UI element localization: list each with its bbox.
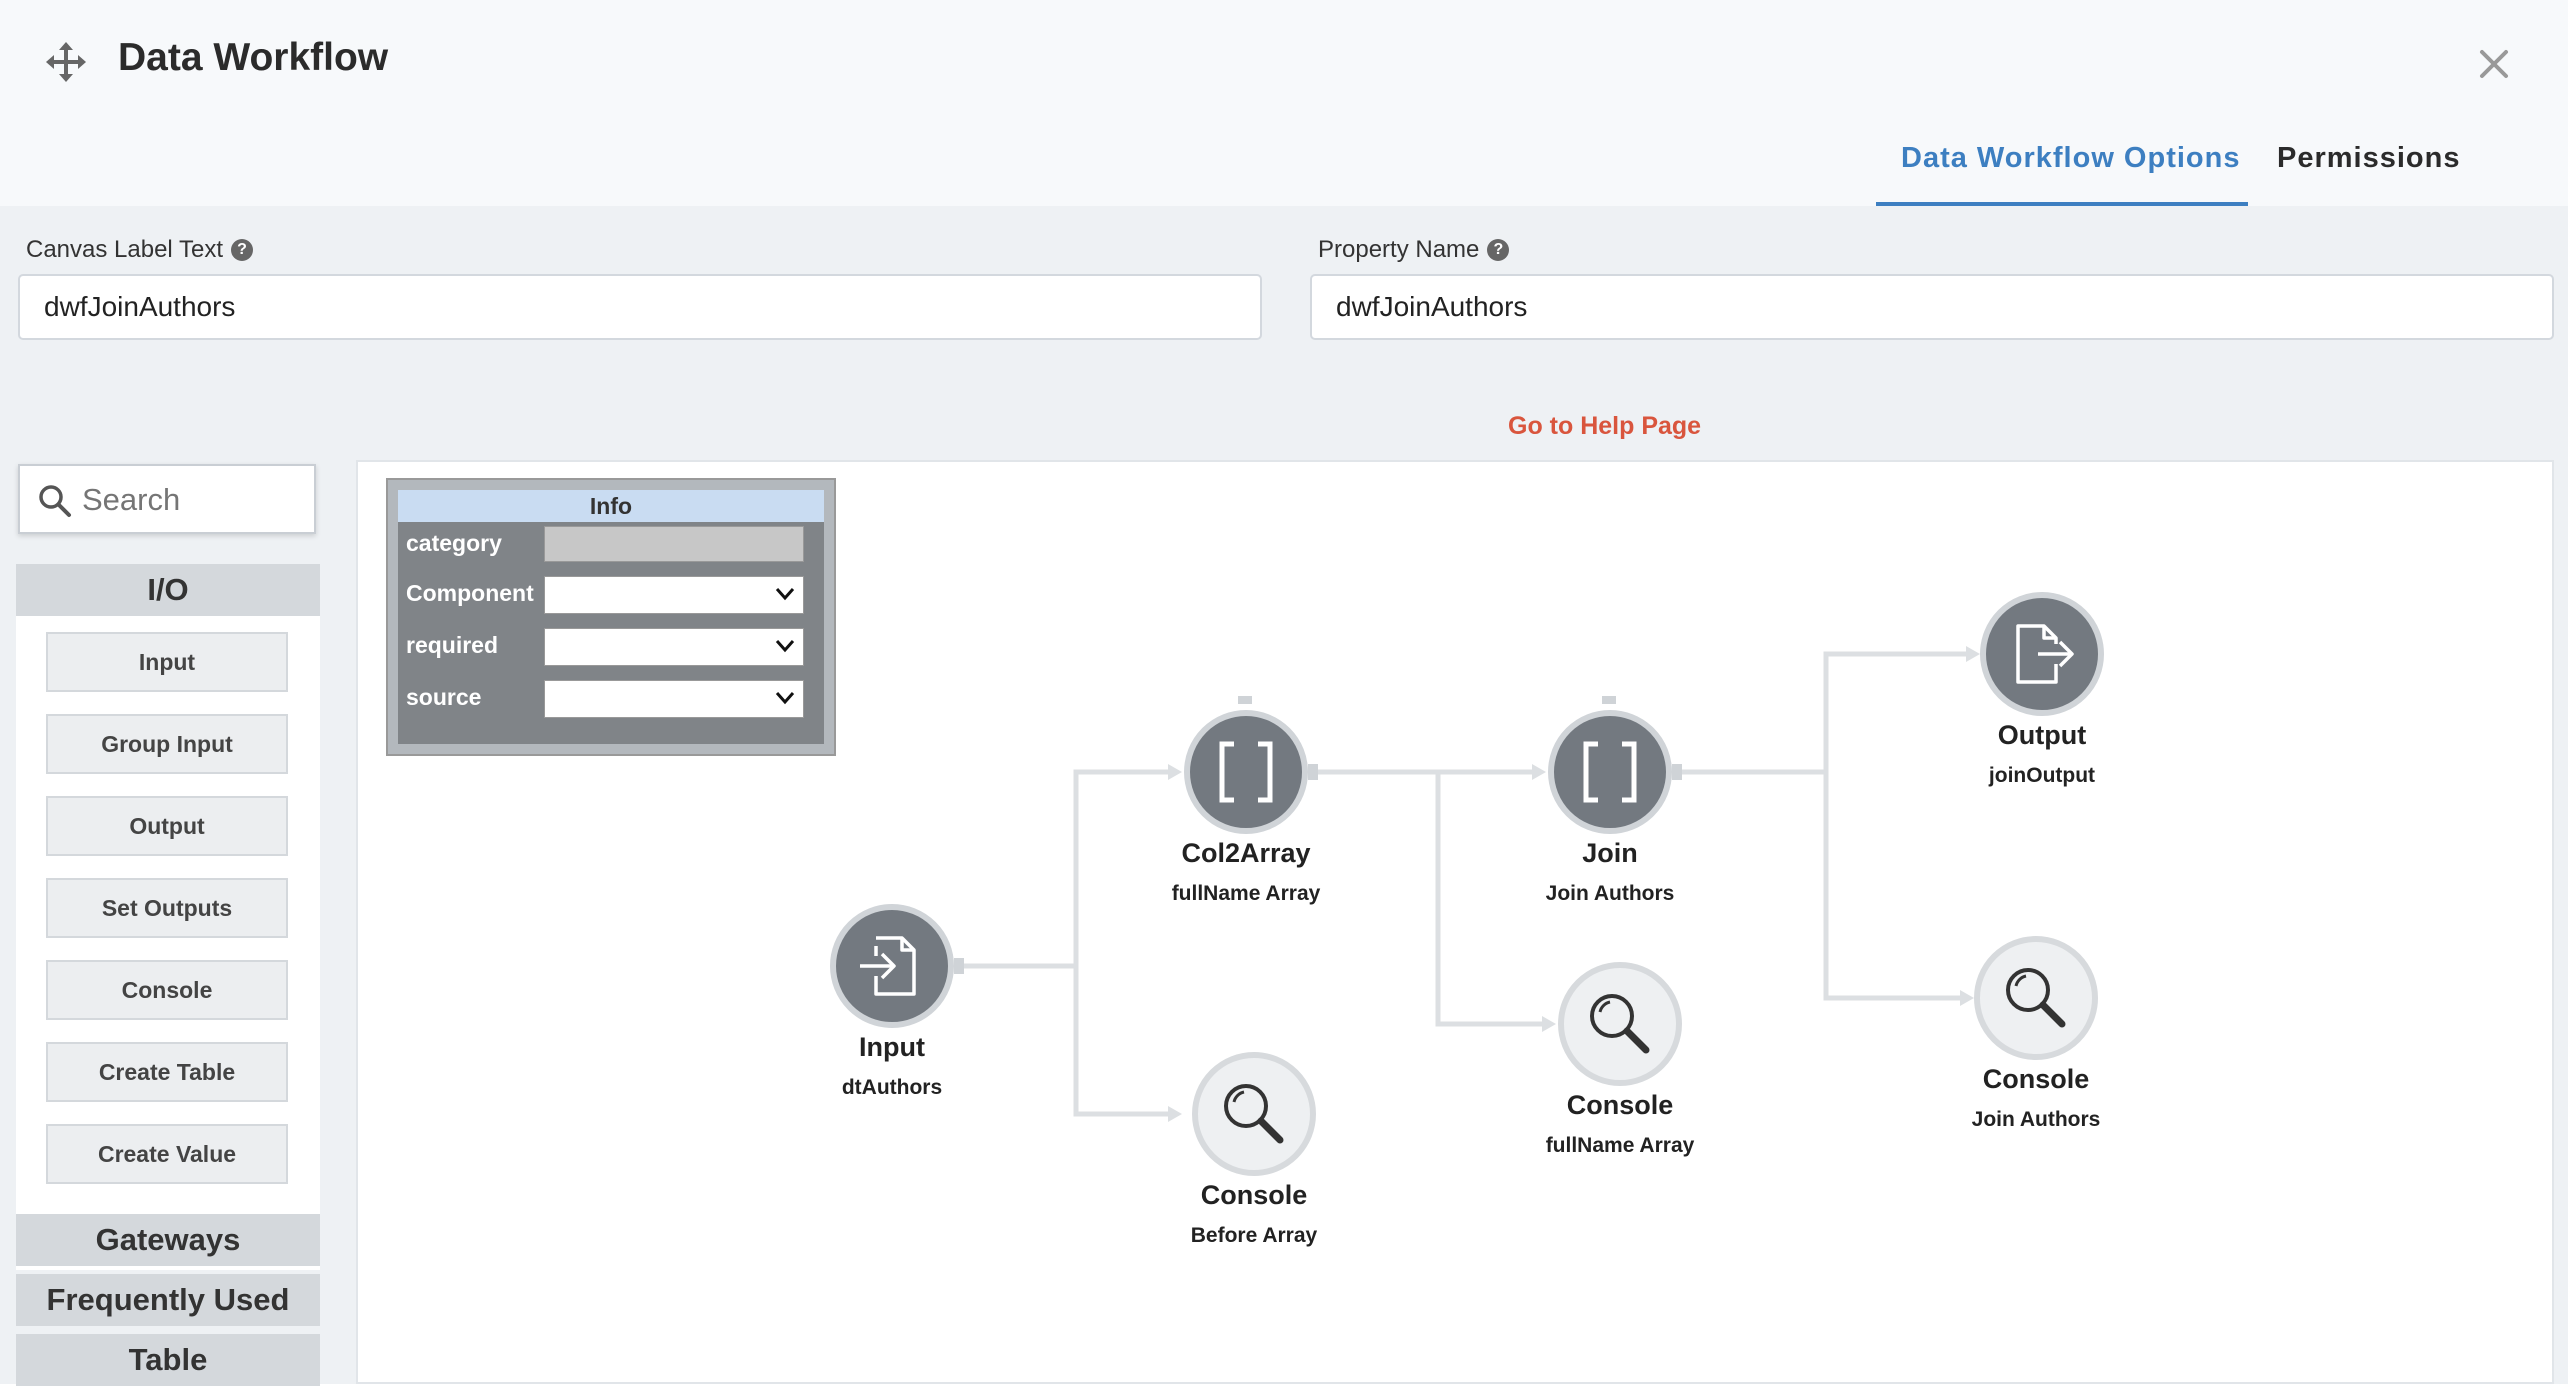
chevron-down-icon <box>775 692 795 705</box>
required-select[interactable] <box>544 628 804 666</box>
file-import-icon <box>860 936 916 996</box>
connector-col2array-console <box>1435 772 1542 1027</box>
property-name-label: Property Name ? <box>1318 236 1510 264</box>
node-console-before-array[interactable] <box>1192 1052 1316 1176</box>
node-console-before-array-title: Console <box>1200 1180 1308 1210</box>
palette-item-console[interactable]: Console <box>46 960 288 1020</box>
workflow-connectors <box>954 646 1980 1122</box>
node-console-join-authors-subtitle: Join Authors <box>1971 1108 2101 1131</box>
info-row-source: source <box>398 678 824 718</box>
chevron-down-icon <box>775 588 795 601</box>
node-output-subtitle: joinOutput <box>1988 764 2096 787</box>
palette-group-io[interactable]: I/O <box>16 564 320 616</box>
palette-search-box[interactable] <box>18 464 316 534</box>
node-output[interactable] <box>1980 592 2104 716</box>
canvas-label-text-label-text: Canvas Label Text <box>26 236 224 263</box>
file-export-icon <box>2016 624 2074 684</box>
source-select[interactable] <box>544 680 804 718</box>
workflow-canvas[interactable]: Info category Component required source <box>356 460 2554 1384</box>
node-input-title: Input <box>859 1032 925 1062</box>
palette-group-gateways[interactable]: Gateways <box>16 1214 320 1266</box>
info-panel: Info category Component required source <box>386 478 836 756</box>
magnifier-icon <box>2006 968 2066 1028</box>
node-input[interactable] <box>830 904 954 1028</box>
tab-data-workflow-options[interactable]: Data Workflow Options <box>1901 142 2241 174</box>
info-row-required: required <box>398 626 824 666</box>
node-col2array-title: Col2Array <box>1181 838 1311 868</box>
canvas-label-text-label: Canvas Label Text ? <box>26 236 254 264</box>
info-label-source: source <box>406 684 482 710</box>
info-panel-body: Info category Component required source <box>398 490 824 744</box>
node-output-title: Output <box>1997 720 2087 750</box>
move-icon[interactable] <box>46 42 86 82</box>
brackets-icon <box>1583 741 1637 803</box>
info-panel-title: Info <box>398 490 824 522</box>
info-value-category <box>544 526 804 562</box>
brackets-icon <box>1219 741 1273 803</box>
palette-item-group-input[interactable]: Group Input <box>46 714 288 774</box>
dialog-header: Data Workflow Data Workflow Options Perm… <box>0 0 2568 206</box>
connector-input-col2array <box>962 769 1168 969</box>
palette-search-input[interactable] <box>80 474 304 526</box>
node-console-join-authors-title: Console <box>1982 1064 2090 1094</box>
component-palette: I/O Input Group Input Output Set Outputs… <box>16 464 320 1386</box>
palette-group-io-items: Input Group Input Output Set Outputs Con… <box>16 616 320 1270</box>
node-join-title: Join <box>1582 838 1638 868</box>
node-console-fullname-array-subtitle: fullName Array <box>1545 1134 1695 1157</box>
component-select[interactable] <box>544 576 804 614</box>
dialog-title: Data Workflow <box>118 36 389 79</box>
node-col2array[interactable] <box>1184 710 1308 834</box>
node-join[interactable] <box>1548 710 1672 834</box>
help-icon[interactable]: ? <box>1487 239 1510 261</box>
palette-item-output[interactable]: Output <box>46 796 288 856</box>
help-page-link[interactable]: Go to Help Page <box>1508 412 1702 440</box>
canvas-label-text-input[interactable] <box>18 274 1262 340</box>
info-row-component: Component <box>398 574 824 614</box>
info-label-required: required <box>406 632 499 658</box>
palette-item-input[interactable]: Input <box>46 632 288 692</box>
connector-join-console <box>1823 772 1960 1001</box>
node-console-before-array-subtitle: Before Array <box>1190 1224 1318 1247</box>
connector-join-output <box>1680 651 1966 775</box>
active-tab-indicator <box>1876 202 2248 206</box>
info-row-category: category <box>398 524 824 564</box>
tab-permissions[interactable]: Permissions <box>2277 142 2461 174</box>
node-console-fullname-array-title: Console <box>1566 1090 1674 1120</box>
chevron-down-icon <box>775 640 795 653</box>
node-join-subtitle: Join Authors <box>1545 882 1675 905</box>
connector-input-console-before <box>1073 966 1168 1117</box>
palette-item-set-outputs[interactable]: Set Outputs <box>46 878 288 938</box>
palette-group-table[interactable]: Table <box>16 1334 320 1386</box>
help-icon[interactable]: ? <box>231 239 254 261</box>
node-input-subtitle: dtAuthors <box>841 1076 943 1099</box>
node-col2array-subtitle: fullName Array <box>1171 882 1321 905</box>
info-label-component: Component <box>406 580 534 606</box>
palette-item-create-table[interactable]: Create Table <box>46 1042 288 1102</box>
palette-item-create-value[interactable]: Create Value <box>46 1124 288 1184</box>
info-label-category: category <box>406 530 502 556</box>
magnifier-icon <box>1590 994 1650 1054</box>
palette-group-frequently-used[interactable]: Frequently Used <box>16 1274 320 1326</box>
property-name-input[interactable] <box>1310 274 2554 340</box>
node-console-fullname-array[interactable] <box>1558 962 1682 1086</box>
magnifier-icon <box>1224 1084 1284 1144</box>
node-console-join-authors[interactable] <box>1974 936 2098 1060</box>
search-icon <box>39 485 71 517</box>
property-name-label-text: Property Name <box>1318 236 1480 263</box>
close-icon[interactable] <box>2474 44 2514 84</box>
